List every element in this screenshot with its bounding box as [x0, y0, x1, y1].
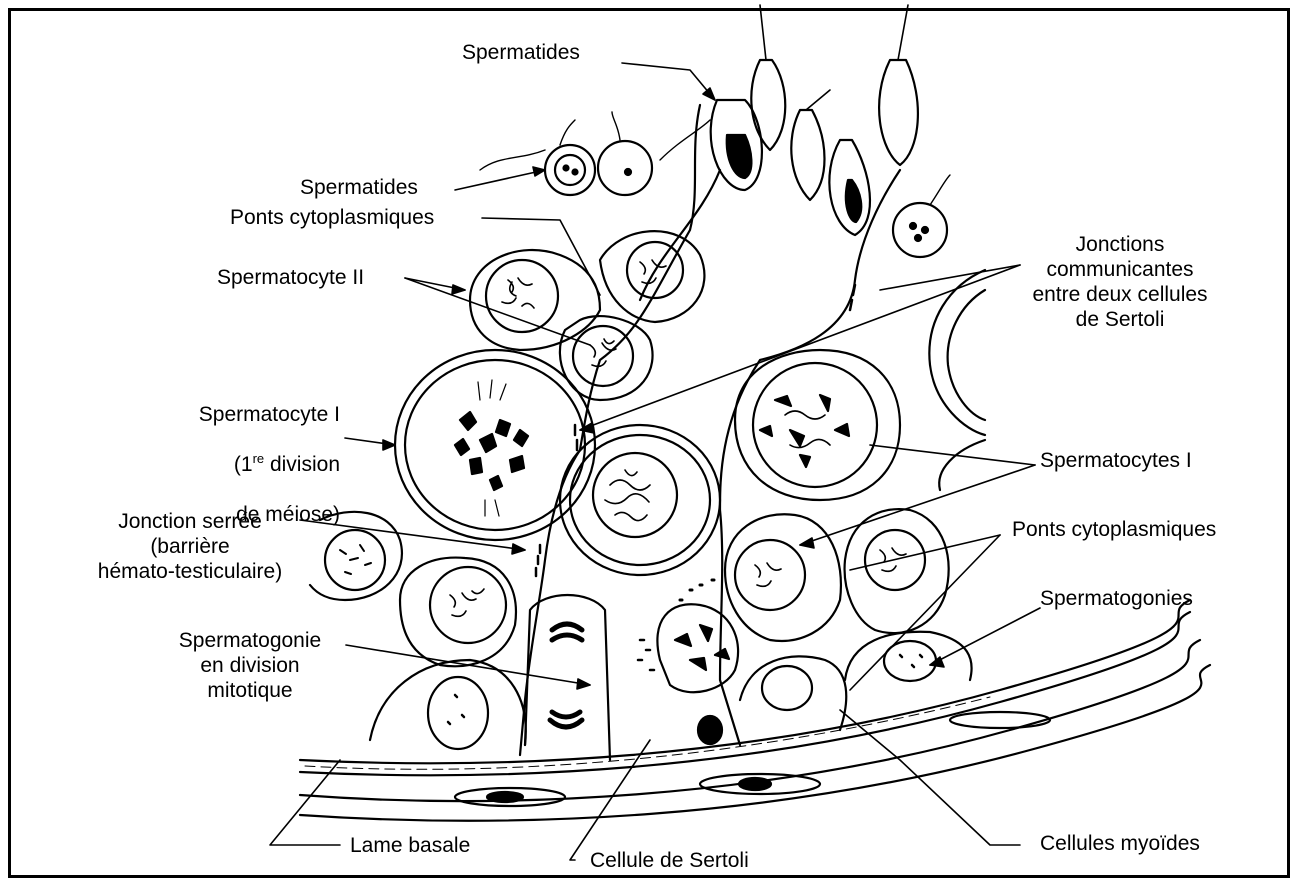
label-spermatides-left: Spermatides: [300, 175, 418, 200]
label-spermatocyte-ii: Spermatocyte II: [217, 265, 364, 290]
label-spermatocyte-i-division: (1re division: [100, 452, 340, 477]
label-lame-basale: Lame basale: [350, 833, 470, 858]
sertoli-nucleus: [560, 425, 720, 575]
label-spermatogonies: Spermatogonies: [1040, 586, 1193, 611]
spermatocyte-ii-cells: [470, 231, 704, 400]
label-jonctions-communicantes: Jonctions communicantes entre deux cellu…: [1010, 232, 1230, 332]
right-partial-cell: [929, 270, 985, 490]
label-cellule-sertoli: Cellule de Sertoli: [590, 848, 749, 873]
label-ponts-cytoplasmiques-left: Ponts cytoplasmiques: [230, 205, 434, 230]
label-spermatocyte-i-title: Spermatocyte I: [100, 402, 340, 427]
label-jonction-serree: Jonction serrée (barrière hémato-testicu…: [40, 509, 340, 584]
label-spermatides-top: Spermatides: [462, 40, 580, 65]
spermatogonia-bottom: [370, 595, 972, 760]
spermatocyte-i-large: [735, 350, 900, 500]
label-spermatocytes-i: Spermatocytes I: [1040, 448, 1192, 473]
label-ponts-cytoplasmiques-right: Ponts cytoplasmiques: [1012, 517, 1216, 542]
spermatocyte-i-pair: [725, 509, 949, 641]
myoid-layer: [300, 640, 1210, 821]
spermatocyte-i-meiosis: [395, 350, 595, 540]
sertoli-mitotic-figure: [638, 580, 738, 744]
label-spermatogonie-division: Spermatogonie en division mitotique: [140, 628, 360, 703]
label-cellules-myoides: Cellules myoïdes: [1040, 831, 1200, 856]
